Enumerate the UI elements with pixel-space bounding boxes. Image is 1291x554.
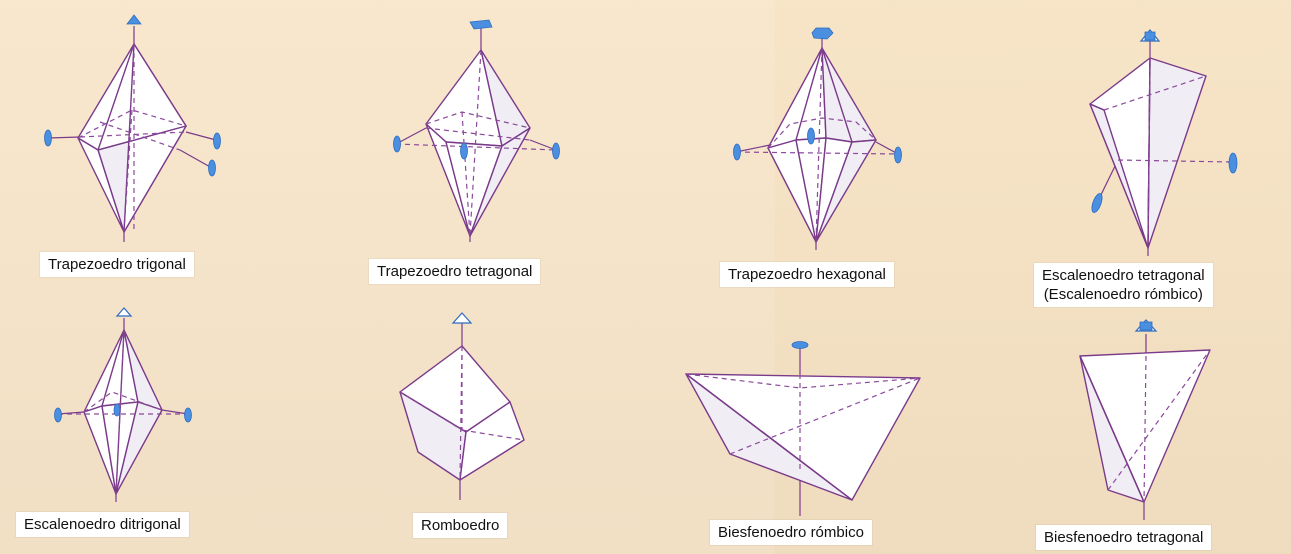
symmetry-symbol bbox=[807, 127, 815, 145]
label-romboedro: Romboedro bbox=[413, 513, 508, 538]
symmetry-symbol bbox=[469, 19, 493, 30]
crystal-face bbox=[123, 43, 187, 233]
label-line: (Escalenoedro rómbico) bbox=[1043, 286, 1203, 303]
symmetry-axis bbox=[875, 141, 899, 155]
escalenoedro-tetragonal-figure bbox=[1089, 29, 1238, 256]
symmetry-symbol bbox=[44, 129, 52, 147]
label-trapezoedro-trigonal: Trapezoedro trigonal bbox=[40, 252, 194, 277]
trapezoedro-hexagonal-figure bbox=[733, 27, 902, 250]
label-escalenoedro-tetragonal: Escalenoedro tetragonal (Escalenoedro ró… bbox=[1034, 263, 1213, 307]
hidden-edge bbox=[735, 47, 899, 243]
symmetry-symbol bbox=[460, 142, 468, 160]
symmetry-symbol bbox=[126, 14, 142, 25]
biesfenoedro-rombico-figure bbox=[685, 341, 921, 516]
symmetry-symbol bbox=[393, 135, 401, 153]
symmetry-axis bbox=[185, 131, 217, 141]
label-escalenoedro-ditrigonal: Escalenoedro ditrigonal bbox=[16, 512, 189, 537]
symmetry-symbol bbox=[733, 143, 741, 161]
hidden-edge bbox=[1103, 57, 1233, 249]
hidden-edge bbox=[399, 345, 525, 481]
crystal-face bbox=[469, 127, 531, 237]
crystal-face bbox=[77, 137, 125, 233]
label-trapezoedro-tetragonal: Trapezoedro tetragonal bbox=[369, 259, 541, 284]
hidden-edge bbox=[395, 49, 557, 237]
symmetry-symbol bbox=[113, 403, 121, 417]
crystal-face bbox=[1089, 57, 1151, 249]
biesfenoedro-tetragonal-figure bbox=[1079, 319, 1211, 520]
symmetry-symbol bbox=[208, 159, 216, 177]
crystal-edge bbox=[795, 47, 853, 143]
hidden-edge bbox=[685, 373, 921, 470]
symmetry-symbol bbox=[213, 132, 221, 150]
label-biesfenoedro-tetragonal: Biesfenoedro tetragonal bbox=[1036, 525, 1212, 550]
label-line: Escalenoedro tetragonal bbox=[1042, 267, 1205, 284]
symmetry-axis bbox=[179, 149, 213, 169]
crystal-face bbox=[1147, 57, 1207, 249]
label-trapezoedro-hexagonal: Trapezoedro hexagonal bbox=[720, 262, 894, 287]
crystal-edge bbox=[1079, 355, 1145, 503]
symmetry-symbol bbox=[451, 312, 473, 324]
symmetry-symbol bbox=[791, 341, 809, 349]
symmetry-axis bbox=[47, 136, 81, 139]
symmetry-symbol bbox=[1139, 321, 1153, 331]
crystal-edge bbox=[685, 373, 853, 501]
crystal-face bbox=[459, 401, 525, 481]
symmetry-symbol bbox=[54, 407, 62, 423]
symmetry-symbol bbox=[1144, 31, 1156, 41]
symmetry-symbol bbox=[184, 407, 192, 423]
hidden-edge bbox=[77, 44, 187, 233]
symmetry-symbol bbox=[894, 146, 902, 164]
symmetry-axis bbox=[529, 139, 557, 151]
symmetry-symbol bbox=[1228, 152, 1238, 174]
trapezoedro-tetragonal-figure bbox=[393, 19, 560, 242]
symmetry-symbol bbox=[552, 142, 560, 160]
symmetry-symbol bbox=[115, 307, 133, 317]
symmetry-axis bbox=[395, 127, 427, 145]
romboedro-figure bbox=[399, 312, 525, 500]
crystal-edge bbox=[97, 43, 135, 151]
hidden-edge bbox=[1107, 349, 1211, 503]
symmetry-axis bbox=[735, 144, 771, 153]
trapezoedro-trigonal-figure bbox=[44, 14, 221, 242]
symmetry-axis bbox=[161, 409, 189, 415]
symmetry-symbol bbox=[1091, 193, 1103, 213]
symmetry-symbol bbox=[811, 27, 834, 40]
escalenoedro-ditrigonal-figure bbox=[54, 307, 192, 502]
label-biesfenoedro-rombico: Biesfenoedro rómbico bbox=[710, 520, 872, 545]
crystal-face bbox=[815, 139, 877, 243]
crystal-edge bbox=[97, 125, 187, 151]
crystal-face bbox=[821, 47, 877, 143]
